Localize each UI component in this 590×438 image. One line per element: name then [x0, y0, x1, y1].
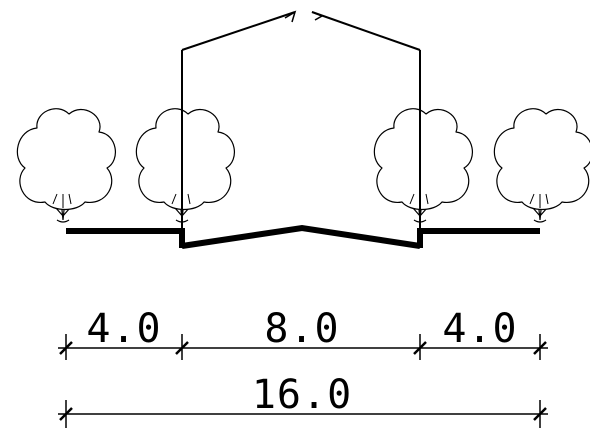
- dimension-total-width: 16.0: [252, 372, 352, 418]
- dimension-left-sidewalk: 4.0: [86, 306, 161, 352]
- dimension-right-sidewalk: 4.0: [442, 306, 517, 352]
- dimension-row-total: [58, 400, 548, 428]
- tree-icon-1: [16, 108, 117, 223]
- tree-icon-2: [135, 108, 236, 223]
- carriageway-surface: [181, 224, 421, 249]
- tree-icon-3: [373, 108, 474, 223]
- break-mark: [284, 10, 324, 23]
- dimension-row-segments: [58, 334, 548, 360]
- building-envelope: [181, 11, 421, 230]
- tree-icon-4: [493, 108, 590, 223]
- road-profile: [66, 224, 540, 249]
- dimension-carriageway: 8.0: [264, 306, 339, 352]
